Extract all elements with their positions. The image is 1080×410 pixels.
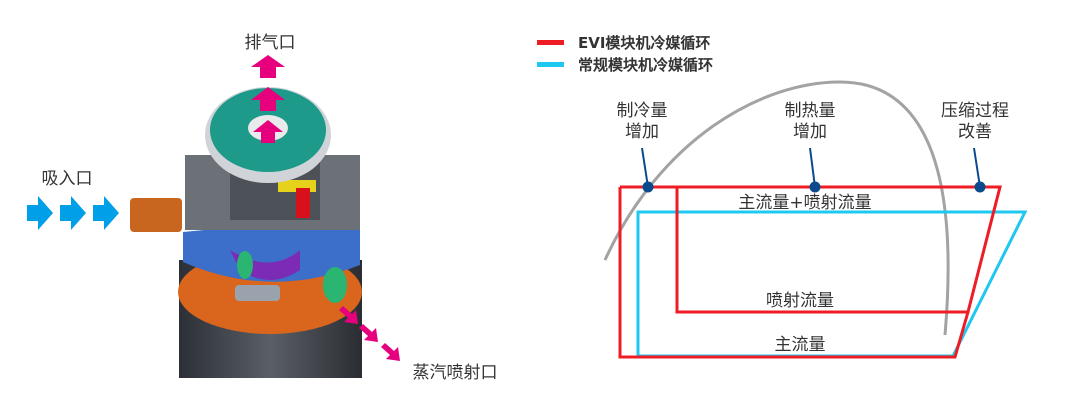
standard-cycle — [636, 210, 1028, 358]
annotation-cooling-line2: 增加 — [625, 122, 659, 142]
annotation-heating-line2: 增加 — [793, 122, 827, 142]
flow-main-label: 主流量 — [775, 335, 826, 355]
legend-swatch-evi — [537, 40, 564, 45]
frame-section — [183, 215, 360, 282]
annotation-heating-line1: 制热量 — [785, 101, 836, 121]
marker-dot — [809, 181, 821, 193]
legend-label-evi: EVI模块机冷媒循环 — [578, 34, 710, 52]
annotation-cooling-line1: 制冷量 — [617, 101, 668, 121]
saturation-curve — [603, 80, 950, 336]
discharge-arrows — [251, 55, 285, 143]
marker-dot — [974, 181, 986, 193]
flow-injection-label: 喷射流量 — [766, 291, 834, 311]
discharge-label: 排气口 — [245, 33, 296, 53]
arrow-diagonal-icon — [381, 343, 400, 361]
arrow-right-icon — [27, 196, 53, 230]
arrow-diagonal-icon — [359, 324, 378, 342]
arrow-right-icon — [60, 196, 86, 230]
evi-cycle — [618, 185, 1002, 359]
flow-top-label: 主流量+喷射流量 — [738, 193, 871, 213]
suction-label: 吸入口 — [42, 169, 93, 189]
legend-label-standard: 常规模块机冷媒循环 — [578, 56, 713, 74]
injection-label: 蒸汽喷射口 — [413, 363, 498, 383]
injection-arrows — [339, 306, 400, 361]
arrow-up-icon — [251, 55, 285, 78]
suction-arrows — [27, 196, 119, 230]
legend: EVI模块机冷媒循环 常规模块机冷媒循环 — [537, 34, 713, 74]
annotation-compression-line2: 改善 — [958, 122, 992, 142]
ph-diagram — [603, 80, 1028, 359]
compressor-illustration — [130, 87, 362, 378]
arrow-right-icon — [93, 196, 119, 230]
suction-pipe — [130, 198, 182, 232]
marker-dot — [642, 181, 654, 193]
arrow-diagonal-icon — [339, 306, 358, 324]
annotation-compression-line1: 压缩过程 — [941, 101, 1009, 121]
arrow-up-icon — [251, 87, 285, 111]
legend-swatch-standard — [537, 62, 564, 67]
arrow-up-icon — [253, 120, 283, 143]
